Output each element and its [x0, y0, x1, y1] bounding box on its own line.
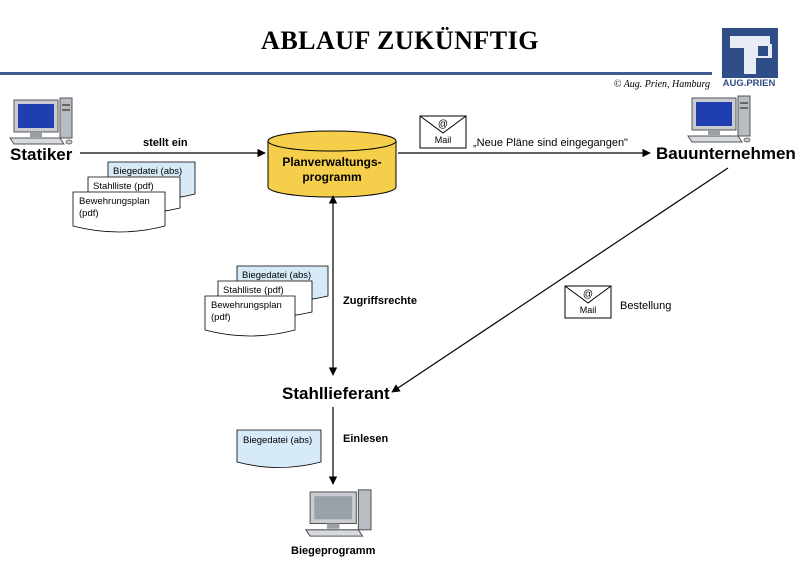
doc-label-bewehrungsplan: Bewehrungsplan (pdf) — [211, 300, 282, 324]
doc-label-biegedatei: Biegedatei (abs) — [113, 166, 183, 177]
doc-label-bewehrungsplan: Bewehrungsplan (pdf) — [79, 196, 150, 220]
doc-label-biegedatei: Biegedatei (abs) — [242, 270, 312, 281]
logo-text: AUG.PRIEN — [722, 78, 776, 89]
mail-at-symbol: @ — [582, 289, 594, 300]
page-title: ABLAUF ZUKÜNFTIG — [261, 26, 539, 55]
edge-label-neue-plaene: „Neue Pläne sind eingegangen" — [473, 137, 628, 149]
doc-label-bewehrungsplan-line1: Bewehrungsplan — [211, 300, 282, 311]
edge-label-zugriffsrechte: Zugriffsrechte — [343, 295, 417, 307]
computer-icon — [9, 97, 73, 145]
node-planverwaltungsprogramm: Planverwaltungs- programm — [268, 155, 396, 185]
doc-label-stahlliste: Stahlliste (pdf) — [223, 285, 284, 296]
doc-label-bewehrungsplan-line2: (pdf) — [79, 208, 99, 219]
computer-icon — [304, 489, 372, 537]
node-statiker: Statiker — [10, 145, 73, 164]
doc-label-stahlliste: Stahlliste (pdf) — [93, 181, 154, 192]
mail-label: Mail — [434, 135, 452, 145]
logo-icon — [722, 28, 778, 78]
edge-label-stellt-ein: stellt ein — [143, 137, 188, 149]
doc-label-bewehrungsplan-line1: Bewehrungsplan — [79, 196, 150, 207]
header-divider — [0, 72, 712, 75]
document-icon — [72, 191, 166, 233]
doc-label-biegedatei: Biegedatei (abs) — [243, 435, 313, 446]
doc-label-bewehrungsplan-line2: (pdf) — [211, 312, 231, 323]
node-biegeprogramm: Biegeprogramm — [291, 545, 376, 557]
computer-icon — [687, 95, 751, 143]
arrow-bauunternehmen-to-stahllieferant — [391, 167, 729, 393]
node-planverwaltung-line2: programm — [302, 170, 362, 184]
document-icon — [204, 295, 296, 337]
mail-at-symbol: @ — [437, 119, 449, 130]
node-planverwaltung-line1: Planverwaltungs- — [282, 155, 382, 169]
document-stack-statiker — [72, 161, 196, 233]
edge-label-einlesen: Einlesen — [343, 433, 389, 445]
document-icon — [236, 429, 322, 468]
node-bauunternehmen: Bauunternehmen — [656, 144, 796, 163]
mail-label: Mail — [579, 305, 597, 315]
copyright-note: © Aug. Prien, Hamburg — [613, 79, 710, 90]
document-stack-stahllieferant — [204, 265, 329, 337]
edge-label-bestellung: Bestellung — [620, 300, 672, 312]
node-stahllieferant: Stahllieferant — [282, 384, 390, 403]
